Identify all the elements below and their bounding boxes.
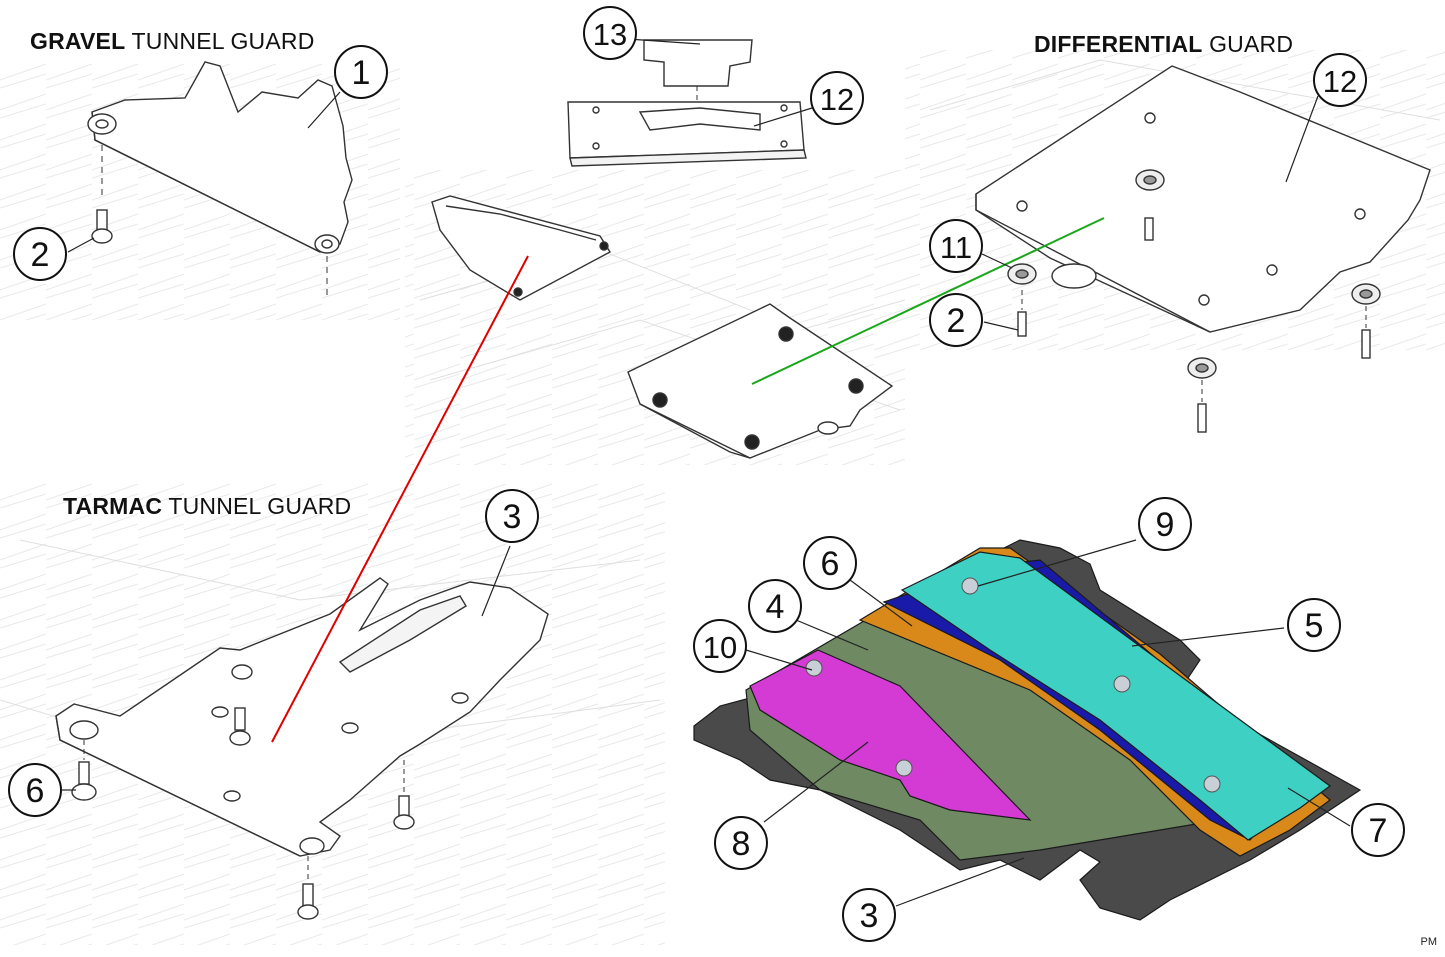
- callout-exploded-9: 9: [1138, 497, 1192, 551]
- callout-circle: [1313, 53, 1367, 107]
- callout-number: 3: [860, 897, 879, 935]
- differential-title-bold: DIFFERENTIAL: [1034, 31, 1203, 57]
- top-bracket-and-plate: [567, 39, 807, 167]
- callout-number: 6: [821, 545, 840, 583]
- callout-circle: [714, 816, 768, 870]
- gravel-title-rest: TUNNEL GUARD: [125, 28, 315, 54]
- tarmac-guard-title: TARMAC TUNNEL GUARD: [63, 493, 351, 520]
- callout-exploded-7: 7: [1351, 803, 1405, 857]
- callout-circle: [8, 763, 62, 817]
- callout-number: 2: [947, 302, 966, 340]
- callout-exploded-10: 10: [693, 619, 747, 673]
- callout-top-bracket: 13: [583, 6, 637, 60]
- green-link-line: [751, 217, 1105, 385]
- callout-number: 5: [1305, 607, 1324, 645]
- callout-number: 12: [1323, 64, 1357, 99]
- callout-diff-washer: 11: [929, 219, 983, 273]
- callout-exploded-6: 6: [803, 536, 857, 590]
- callout-circle: [842, 888, 896, 942]
- callout-circle: [1287, 598, 1341, 652]
- callout-number: 1: [352, 54, 371, 92]
- callout-gravel-guard: 1: [334, 45, 388, 99]
- differential-title-rest: GUARD: [1202, 31, 1294, 57]
- callout-top-plate: 12: [810, 71, 864, 125]
- tarmac-title-rest: TUNNEL GUARD: [162, 493, 352, 519]
- callout-circle: [929, 293, 983, 347]
- callout-circle: [485, 489, 539, 543]
- callout-exploded-5: 5: [1287, 598, 1341, 652]
- magenta-side-plate: [749, 649, 1032, 821]
- exploded-guard-stack: [693, 539, 1362, 921]
- tarmac-title-bold: TARMAC: [63, 493, 163, 519]
- callout-number: 4: [766, 588, 785, 626]
- callout-circle: [929, 219, 983, 273]
- callout-tarmac-guard: 3: [485, 489, 539, 543]
- callout-number: 3: [503, 498, 522, 536]
- callout-number: 6: [26, 772, 45, 810]
- callout-number: 10: [703, 630, 737, 665]
- gravel-title-bold: GRAVEL: [30, 28, 126, 54]
- callout-circle: [803, 536, 857, 590]
- callout-exploded-3: 3: [842, 888, 896, 942]
- callout-diff-bolt: 2: [929, 293, 983, 347]
- callout-circle: [334, 45, 388, 99]
- callout-tarmac-bolt: 6: [8, 763, 62, 817]
- callout-circle: [1138, 497, 1192, 551]
- author-initials: PM: [1420, 936, 1438, 948]
- leader-lines: [62, 37, 1351, 907]
- callout-number: 2: [31, 236, 50, 274]
- red-link-line: [271, 255, 529, 743]
- callout-circle: [748, 579, 802, 633]
- teal-top-plate: [900, 551, 1332, 841]
- callout-number: 13: [593, 17, 627, 52]
- callout-circle: [1351, 803, 1405, 857]
- callout-circle: [583, 6, 637, 60]
- callout-gravel-bolt: 2: [13, 227, 67, 281]
- callout-exploded-4: 4: [748, 579, 802, 633]
- gravel-guard-title: GRAVEL TUNNEL GUARD: [30, 28, 315, 55]
- tarmac-tunnel-guard: [55, 577, 549, 920]
- callout-number: 9: [1156, 506, 1175, 544]
- callout-number: 12: [820, 82, 854, 117]
- callout-exploded-8: 8: [714, 816, 768, 870]
- callout-number: 8: [732, 825, 751, 863]
- callout-circle: [810, 71, 864, 125]
- callout-number: 11: [940, 230, 972, 265]
- gravel-tunnel-guard: [87, 61, 353, 300]
- callout-number: 7: [1369, 812, 1388, 850]
- callout-circle: [693, 619, 747, 673]
- differential-guard: [975, 65, 1431, 433]
- callout-diff-plate: 12: [1313, 53, 1367, 107]
- callout-circle: [13, 227, 67, 281]
- differential-guard-title: DIFFERENTIAL GUARD: [1034, 31, 1293, 58]
